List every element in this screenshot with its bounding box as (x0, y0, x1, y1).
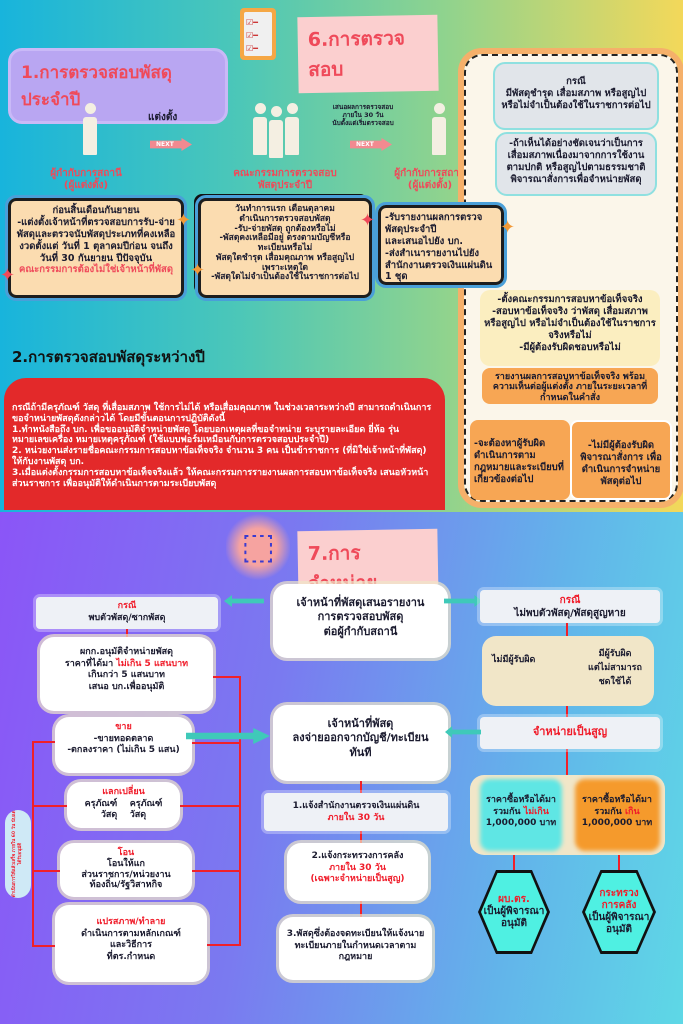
sparkle-icon: ✦ (360, 210, 376, 231)
liable-cannot-pay: มีผู้รับผิดแต่ไม่สามารถชดใช้ได้ (588, 649, 642, 687)
write-off-box: จำหน่ายเป็นสูญ (480, 717, 660, 749)
not-liable-box: -ไม่มีผู้ต้องรับผิด พิจารณาสั่งการ เพื่อ… (570, 420, 672, 500)
next-arrow-icon: NEXT (150, 138, 192, 151)
method-destroy-box: แปรสภาพ/ทำลายดำเนินการตามหลักเกณฑ์และวิธ… (55, 905, 207, 982)
sparkle-icon: ✦ (190, 260, 206, 281)
connector-line (207, 944, 240, 946)
actor-superintendent-2: ผู้กำกับการสถานี(ผู้แต่งตั้ง) (394, 168, 466, 191)
inspection-section: ☑━☑━☑━ 6.การตรวจสอบ 1.การตรวจสอบพัสดุประ… (0, 0, 683, 512)
person-icon (432, 103, 446, 155)
curved-arrow-right-icon (444, 595, 482, 607)
connector-line (192, 742, 240, 744)
curved-arrow-left-icon (224, 595, 264, 607)
step-inspect-card: วันทำการแรก เดือนตุลาคมดำเนินการตรวจสอบพ… (195, 195, 375, 301)
sparkle-icon: ✦ (176, 210, 192, 231)
interim-inspection-box: กรณีถ้ามีครุภัณฑ์ วัสดุ ที่เสื่อมสภาพ ใช… (4, 378, 445, 510)
connector-line (618, 855, 620, 871)
method-exchange-box: แลกเปลี่ยนครุภัณฑ์ ครุภัณฑ์วัสดุ วัสดุ (67, 782, 180, 828)
section-1-title: 1.การตรวจสอบพัสดุประจำปี (8, 48, 228, 124)
notify-finance-ministry-box: 2.แจ้งกระทรวงการคลังภายใน 30 วัน(เฉพาะจำ… (287, 843, 428, 901)
submit-note: เสนอผลการตรวจสอบภายใน 30 วันนับตั้งแต่เร… (332, 103, 394, 127)
connector-line (513, 855, 515, 871)
box-icon: ⬚ (226, 514, 290, 580)
next-arrow-icon: NEXT (350, 138, 392, 151)
lost-case-box: กรณีไม่พบตัวพัสดุ/พัสดุสูญหาย (480, 590, 660, 623)
deadline-badge: ดำเนินการให้แล้วเสร็จ ภายใน 60 วัน นับแต… (5, 810, 31, 898)
investigate-box: -ตั้งคณะกรรมการสอบหาข้อเท็จจริง-สอบหาข้อ… (480, 290, 660, 366)
actor-committee: คณะกรรมการตรวจสอบพัสดุประจำปี (233, 168, 337, 191)
section-6-title: 6.การตรวจสอบ (297, 14, 439, 94)
liability-box: ไม่มีผู้รับผิด มีผู้รับผิดแต่ไม่สามารถชด… (482, 636, 654, 706)
connector-line (213, 676, 241, 678)
police-commissioner-hexagon: ผบ.ตร.เป็นผู้พิจารณาอนุมัติ (478, 870, 550, 954)
connector-line (126, 629, 128, 637)
person-icon (83, 103, 97, 155)
clipboard-icon: ☑━☑━☑━ (240, 8, 276, 60)
method-sell-box: ขาย-ขายทอดตลาด-ตกลงราคา (ไม่เกิน 5 แสน) (55, 717, 192, 773)
finance-ministry-hexagon: กระทรวงการคลังเป็นผู้พิจารณาอนุมัติ (582, 870, 656, 954)
arrow-left-icon (445, 726, 481, 738)
high-price-bg (575, 779, 660, 851)
liable-box: -จะต้องหาผู้รับผิด ดำเนินการตามกฎหมายและ… (470, 420, 570, 500)
report-box: รายงานผลการสอบหาข้อเท็จจริง พร้อมความเห็… (482, 368, 658, 404)
report-to-superintendent-box: เจ้าหน้าที่พัสดุเสนอรายงานการตรวจสอบพัสด… (273, 584, 448, 658)
section-2-title: 2.การตรวจสอบพัสดุระหว่างปี (12, 348, 205, 366)
appoint-label: แต่งตั้ง (148, 112, 178, 123)
connector-line (180, 805, 240, 807)
connector-line (239, 676, 241, 946)
sparkle-icon: ✦ (500, 217, 516, 238)
connector-line (32, 870, 60, 872)
approval-box: ผกก.อนุมัติจำหน่ายพัสดุราคาที่ได้มา ไม่เ… (40, 637, 213, 711)
damaged-case-box: กรณีมีพัสดุชำรุด เสื่อมสภาพ หรือสูญไปหรื… (493, 62, 659, 130)
connector-line (32, 741, 34, 947)
connector-line (192, 870, 240, 872)
actor-superintendent: ผู้กำกับการสถานี(ผู้แต่งตั้ง) (50, 168, 122, 191)
method-transfer-box: โอนโอนให้แกส่วนราชการ/หน่วยงานท้องถิ่น/ร… (60, 843, 192, 897)
notify-audit-office-box: 1.แจ้งสำนักงานตรวจเงินแผ่นดินภายใน 30 วั… (264, 793, 448, 831)
found-case-box: กรณีพบตัวพัสดุ/ซากพัสดุ (36, 597, 218, 629)
disposal-section: ⬚ 7.การจำหน่าย เจ้าหน้าที่พัสดุเสนอรายงา… (0, 512, 683, 1024)
step-appoint-card: ก่อนสิ้นเดือนกันยายน-แต่งตั้งเจ้าหน้าที่… (5, 195, 187, 301)
connector-line (32, 945, 55, 947)
low-price-bg (480, 779, 562, 851)
connector-line (32, 805, 67, 807)
connector-line (32, 741, 55, 743)
step-receive-card: -รับรายงานผลการตรวจพัสดุประจำปีและเสนอไป… (375, 202, 507, 288)
normal-wear-box: -ถ้าเห็นได้อย่างชัดเจนว่าเป็นการเสื่อมสภ… (495, 132, 657, 196)
committee-icon (253, 103, 299, 158)
remove-from-register-box: เจ้าหน้าที่พัสดุลงจ่ายออกจากบัญชี/ทะเบีย… (273, 705, 448, 781)
sparkle-icon: ✦ (0, 265, 16, 286)
notify-registrar-box: 3.พัสดุซึ่งต้องจดทะเบียนให้แจ้งนายทะเบีย… (279, 917, 432, 980)
